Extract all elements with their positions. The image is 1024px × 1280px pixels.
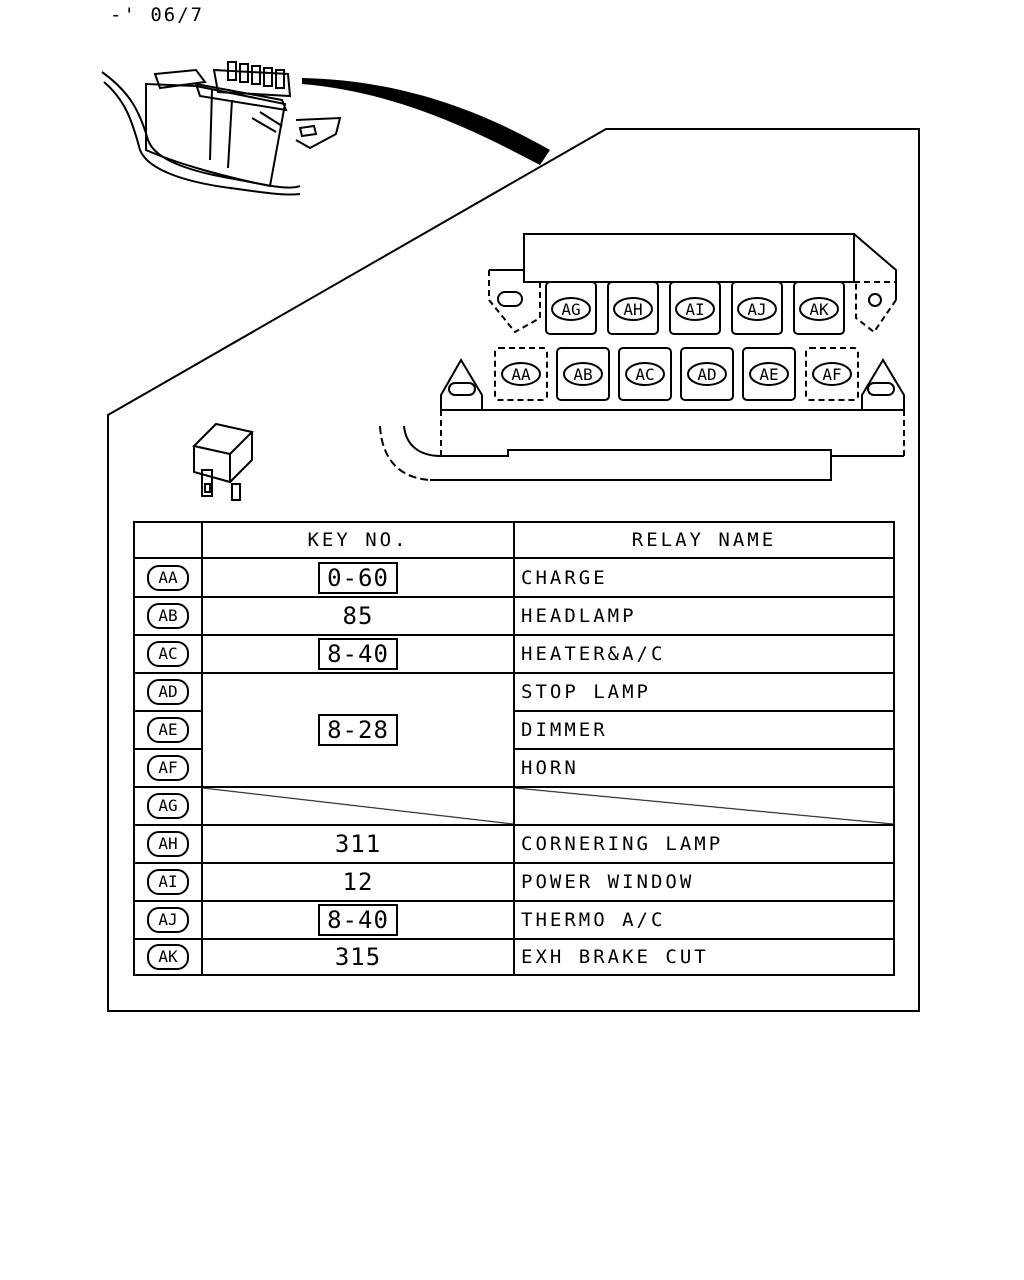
code-badge: AE <box>147 717 189 743</box>
key-no-boxed: 8-40 <box>318 638 398 670</box>
connector-cavity-labels: AG AH AI AJ AK AA AB AC AD AE AF <box>501 297 852 386</box>
key-no-cell: 315 <box>201 938 515 976</box>
table-row: AD 8-28 STOP LAMP <box>133 672 895 788</box>
relay-name-cell: STOP LAMP <box>513 672 895 712</box>
svg-text:AB: AB <box>573 365 592 384</box>
table-row: AE DIMMER <box>133 710 895 750</box>
svg-text:AJ: AJ <box>747 300 766 319</box>
table-row: AG <box>133 786 895 826</box>
row-code-cell: AC <box>133 634 203 674</box>
code-badge: AC <box>147 641 189 667</box>
key-no-cell: 12 <box>201 862 515 902</box>
table-row: AK 315 EXH BRAKE CUT <box>133 938 895 976</box>
code-badge: AK <box>147 944 189 970</box>
cavity-ae: AE <box>749 362 789 386</box>
relay-name-cell: HORN <box>513 748 895 788</box>
cavity-ad: AD <box>687 362 727 386</box>
relay-name-cell: HEATER&A/C <box>513 634 895 674</box>
svg-text:AF: AF <box>822 365 841 384</box>
svg-text:AH: AH <box>623 300 642 319</box>
key-no-cell: 311 <box>201 824 515 864</box>
row-code-cell: AE <box>133 710 203 750</box>
key-no-plain: 12 <box>342 868 374 896</box>
table-row: AB 85 HEADLAMP <box>133 596 895 636</box>
code-badge: AB <box>147 603 189 629</box>
pointer-arrow <box>302 78 550 165</box>
key-no-cell: 8-40 <box>201 634 515 674</box>
diagram-code-label: -' 06/7 <box>110 4 205 26</box>
header-relay-name: RELAY NAME <box>513 521 895 559</box>
code-badge: AG <box>147 793 189 819</box>
row-code-cell: AK <box>133 938 203 976</box>
key-no-boxed: 8-40 <box>318 904 398 936</box>
cavity-ai: AI <box>675 297 715 321</box>
svg-text:AG: AG <box>561 300 580 319</box>
row-code-cell: AF <box>133 748 203 788</box>
svg-text:AK: AK <box>809 300 829 319</box>
relay-name-cell: EXH BRAKE CUT <box>513 938 895 976</box>
detail-panel-outline <box>107 128 920 1012</box>
relay-name-cell-empty <box>513 786 895 826</box>
cavity-ah: AH <box>613 297 653 321</box>
key-no-cell-empty <box>201 786 515 826</box>
table-header-row: KEY NO. RELAY NAME <box>133 521 895 559</box>
table-row: AC 8-40 HEATER&A/C <box>133 634 895 674</box>
relay-name-cell: THERMO A/C <box>513 900 895 940</box>
row-code-cell: AG <box>133 786 203 826</box>
header-code-cell <box>133 521 203 559</box>
svg-text:AE: AE <box>759 365 778 384</box>
key-no-cell: 0-60 <box>201 557 515 598</box>
svg-text:AA: AA <box>511 365 531 384</box>
cavity-ac: AC <box>625 362 665 386</box>
relay-name-cell: POWER WINDOW <box>513 862 895 902</box>
key-no-boxed: 8-28 <box>318 714 398 746</box>
key-no-plain: 85 <box>342 602 374 630</box>
key-no-boxed: 0-60 <box>318 561 398 594</box>
row-code-cell: AB <box>133 596 203 636</box>
code-badge: AA <box>147 564 189 591</box>
cavity-ak: AK <box>799 297 839 321</box>
svg-text:AI: AI <box>685 300 704 319</box>
key-no-plain: 311 <box>334 830 382 858</box>
code-badge: AD <box>147 679 189 705</box>
code-badge: AF <box>147 755 189 781</box>
cavity-af: AF <box>812 362 852 386</box>
cavity-ab: AB <box>563 362 603 386</box>
relay-name-cell: CHARGE <box>513 557 895 598</box>
row-code-cell: AA <box>133 557 203 598</box>
code-badge: AJ <box>147 907 189 933</box>
cavity-ag: AG <box>551 297 591 321</box>
relay-key-table: KEY NO. RELAY NAME AA 0-60 CHARGE AB 85 … <box>133 521 895 976</box>
table-row: AF HORN <box>133 748 895 788</box>
relay-name-cell: CORNERING LAMP <box>513 824 895 864</box>
svg-text:AD: AD <box>697 365 716 384</box>
code-badge: AH <box>147 831 189 857</box>
row-code-cell: AI <box>133 862 203 902</box>
row-code-cell: AH <box>133 824 203 864</box>
code-badge: AI <box>147 869 189 895</box>
table-row: AJ 8-40 THERMO A/C <box>133 900 895 940</box>
key-no-cell-merged: 8-28 <box>201 672 515 788</box>
relay-name-cell: DIMMER <box>513 710 895 750</box>
relay-name-cell: HEADLAMP <box>513 596 895 636</box>
table-row: AH 311 CORNERING LAMP <box>133 824 895 864</box>
cavity-aj: AJ <box>737 297 777 321</box>
cavity-aa: AA <box>501 362 541 386</box>
harness-location-sketch <box>101 61 342 196</box>
row-code-cell: AJ <box>133 900 203 940</box>
row-code-cell: AD <box>133 672 203 712</box>
table-row: AA 0-60 CHARGE <box>133 557 895 598</box>
relay-icon <box>192 422 254 501</box>
key-no-plain: 315 <box>334 943 382 971</box>
header-key-no: KEY NO. <box>201 521 515 559</box>
connector-block <box>379 233 905 481</box>
key-no-cell: 85 <box>201 596 515 636</box>
svg-text:AC: AC <box>635 365 654 384</box>
table-row: AI 12 POWER WINDOW <box>133 862 895 902</box>
key-no-cell: 8-40 <box>201 900 515 940</box>
